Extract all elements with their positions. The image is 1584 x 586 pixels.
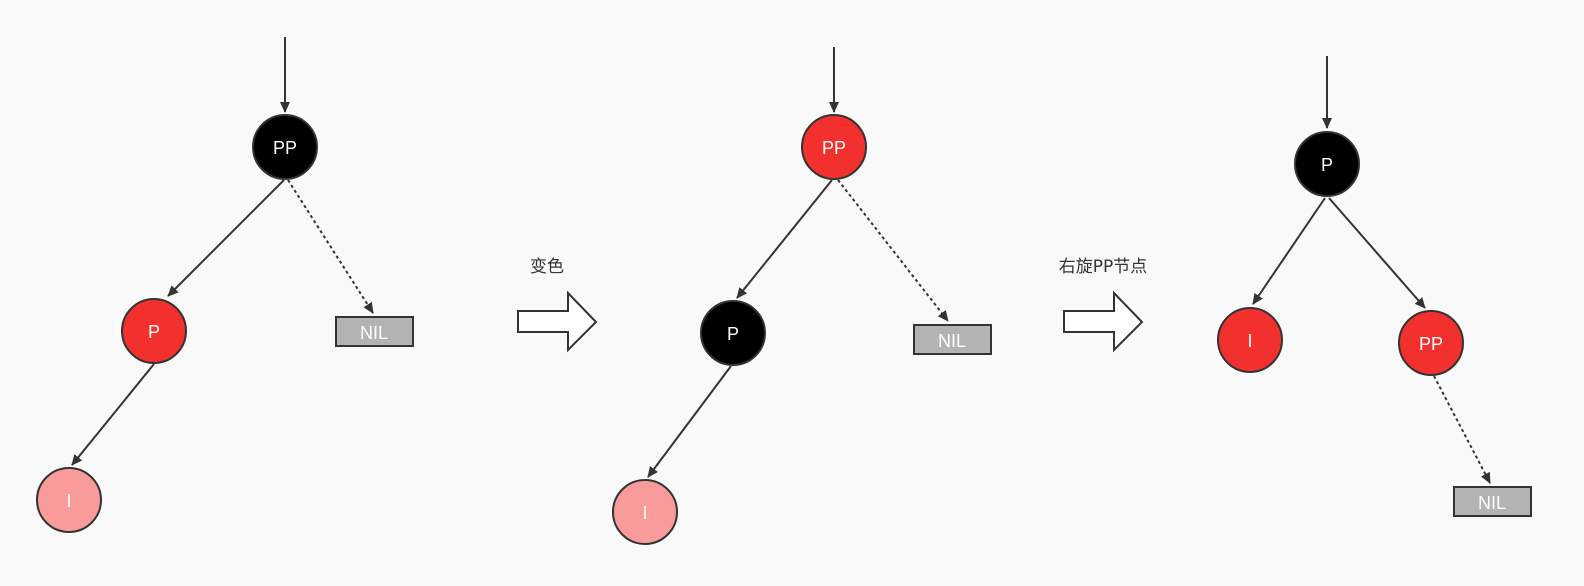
edge-p-i: [1252, 197, 1326, 305]
step-label: 变色: [530, 257, 564, 277]
node-label: P: [727, 324, 739, 344]
node-pp: PP: [801, 114, 867, 180]
node-p: P: [700, 300, 766, 366]
node-label: PP: [273, 138, 297, 158]
step-recolor: 变色: [517, 257, 598, 353]
node-i: I: [36, 467, 102, 533]
nil-label: NIL: [938, 331, 966, 351]
edge-pp-nil: [1433, 375, 1491, 484]
node-i: I: [1217, 307, 1283, 373]
edge-pp-nil: [837, 179, 949, 322]
node-label: I: [66, 491, 71, 511]
node-pp: PP: [1398, 310, 1464, 376]
edge-pp-nil: [287, 179, 374, 314]
right-arrow-icon: [517, 290, 598, 353]
nil-label: NIL: [1478, 493, 1506, 513]
nil-label: NIL: [360, 323, 388, 343]
node-p: P: [121, 298, 187, 364]
node-i: I: [612, 479, 678, 545]
right-arrow-icon: [1063, 290, 1144, 353]
node-pp: PP: [252, 114, 318, 180]
tree-1: PP P I NIL: [36, 37, 414, 533]
step-label: 右旋PP节点: [1059, 257, 1148, 277]
node-label: P: [1321, 155, 1333, 175]
nil-leaf: NIL: [913, 324, 992, 355]
node-label: I: [642, 503, 647, 523]
edge-p-i: [647, 365, 732, 478]
tree-2: PP P I NIL: [612, 47, 992, 545]
edge-p-pp: [1328, 197, 1426, 309]
node-label: PP: [1419, 334, 1443, 354]
nil-leaf: NIL: [1453, 486, 1532, 517]
node-label: P: [148, 322, 160, 342]
node-label: I: [1247, 331, 1252, 351]
edge-p-i: [71, 363, 155, 466]
nil-leaf: NIL: [335, 316, 414, 347]
tree-3: P I PP NIL: [1217, 56, 1532, 517]
edge-pp-p: [167, 179, 285, 297]
node-label: PP: [822, 138, 846, 158]
edge-pp-p: [736, 179, 833, 299]
step-rotate: 右旋PP节点: [1059, 257, 1148, 353]
node-p: P: [1294, 131, 1360, 197]
